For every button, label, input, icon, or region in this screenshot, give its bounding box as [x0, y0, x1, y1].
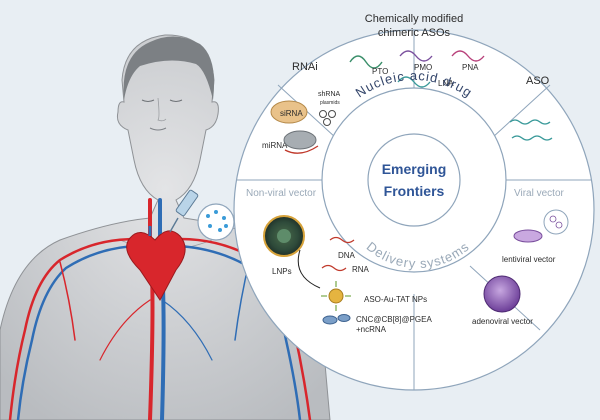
aso-label: ASO: [526, 75, 550, 87]
lnp-arrow: [297, 249, 321, 289]
sirna-label: siRNA: [280, 109, 303, 118]
cnc-label-line1: CNC@CB[8]@PGEA: [356, 315, 432, 324]
aso-au-tat-np-icon: [321, 281, 351, 311]
rnai-label: RNAi: [292, 61, 318, 73]
sirna-icon: siRNA: [270, 100, 308, 124]
pmo-molecule-icon: [399, 50, 433, 62]
pna-molecule-icon: [451, 50, 485, 62]
lna-molecule-icon: [397, 76, 431, 88]
non-viral-vector-label: Non-viral vector: [246, 188, 317, 199]
plasmids-label: plasmids: [320, 100, 340, 106]
pto-molecule-icon: [349, 55, 383, 69]
lnps-label: LNPs: [272, 267, 292, 276]
mirna-complex-icon: [283, 130, 319, 154]
lentiviral-vector-icon: [513, 209, 569, 243]
plasmid-icon: [319, 110, 336, 126]
pmo-label: PMO: [414, 63, 432, 72]
syringe-icon: [169, 189, 199, 233]
chemically-modified-label-line1: Chemically modified: [365, 13, 463, 25]
center-title-line2: Frontiers: [384, 183, 445, 199]
cnc-label-line2: +ncRNA: [356, 325, 387, 334]
aso-strands-icon: [509, 119, 553, 141]
shrna-label: shRNA: [318, 91, 341, 98]
lnp-particle-icon: [263, 215, 305, 257]
center-title-line1: Emerging: [382, 161, 447, 177]
pto-label: PTO: [372, 67, 388, 76]
lentiviral-vector-label: lentiviral vector: [502, 255, 556, 264]
heart-icon: [126, 224, 186, 301]
cnc-nanoparticle-icon: [322, 314, 351, 325]
adenoviral-vector-icon: [483, 275, 521, 313]
chemically-modified-label-line2: chimeric ASOs: [378, 27, 451, 39]
aso-au-tat-label: ASO-Au-TAT NPs: [364, 295, 427, 304]
dna-label: DNA: [338, 251, 356, 260]
viral-vector-label: Viral vector: [514, 188, 565, 199]
dna-icon: [329, 236, 355, 244]
blood-vessels: [8, 198, 312, 420]
rna-icon: [321, 264, 347, 272]
mirna-label: miRNA: [262, 141, 288, 150]
pna-label: PNA: [462, 63, 479, 72]
adenoviral-vector-label: adenoviral vector: [472, 317, 533, 326]
lna-label: LNA: [438, 79, 454, 88]
nanoparticle-zoom-bubble: [197, 203, 235, 241]
rna-label: RNA: [352, 265, 370, 274]
